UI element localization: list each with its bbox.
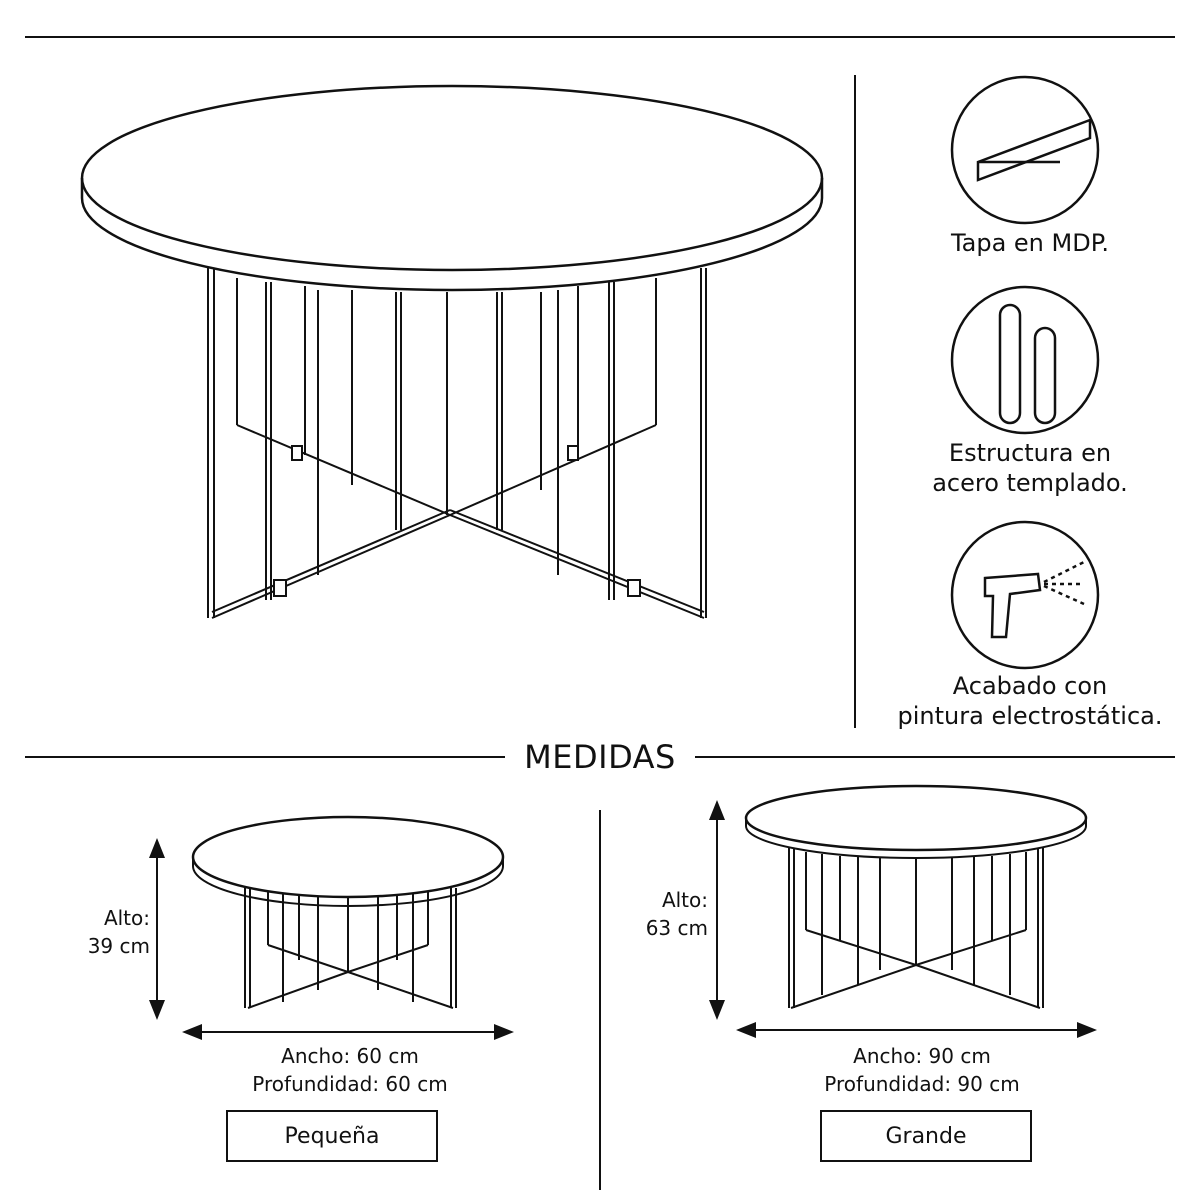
small-alto-value: 39 cm [87, 934, 150, 958]
size-small-label: Pequeña [284, 1123, 380, 1149]
feature-structure-caption: Estructura en acero templado. [880, 438, 1180, 498]
section-title: MEDIDAS [524, 738, 676, 776]
small-width-label: Ancho: 60 cm Profundidad: 60 cm [200, 1042, 500, 1098]
feature-structure-line-2: acero templado. [932, 469, 1128, 497]
small-table-illustration [191, 815, 505, 1009]
size-large-label: Grande [885, 1123, 967, 1149]
main-table-illustration [80, 84, 824, 619]
large-width-label: Ancho: 90 cm Profundidad: 90 cm [772, 1042, 1072, 1098]
board-icon [950, 75, 1100, 225]
large-alto-label: Alto: [661, 888, 708, 912]
large-alto-value: 63 cm [645, 916, 708, 940]
small-height-label: Alto: 39 cm [70, 904, 150, 960]
feature-finish-caption: Acabado con pintura electrostática. [880, 671, 1180, 731]
spray-gun-icon [950, 520, 1100, 670]
size-small-box: Pequeña [226, 1110, 438, 1162]
feature-top-line-1: Tapa en MDP. [950, 229, 1110, 257]
large-table-illustration [744, 784, 1088, 1009]
feature-structure-line-1: Estructura en [948, 439, 1112, 467]
large-height-label: Alto: 63 cm [620, 886, 708, 942]
large-profundidad: Profundidad: 90 cm [824, 1072, 1020, 1096]
small-profundidad: Profundidad: 60 cm [252, 1072, 448, 1096]
size-large-box: Grande [820, 1110, 1032, 1162]
feature-top-caption: Tapa en MDP. [880, 228, 1180, 258]
small-alto-label: Alto: [103, 906, 150, 930]
feature-finish-line-1: Acabado con [952, 672, 1108, 700]
small-ancho: Ancho: 60 cm [281, 1044, 419, 1068]
large-ancho: Ancho: 90 cm [853, 1044, 991, 1068]
feature-finish-line-2: pintura electrostática. [897, 702, 1163, 730]
steel-rods-icon [950, 285, 1100, 435]
